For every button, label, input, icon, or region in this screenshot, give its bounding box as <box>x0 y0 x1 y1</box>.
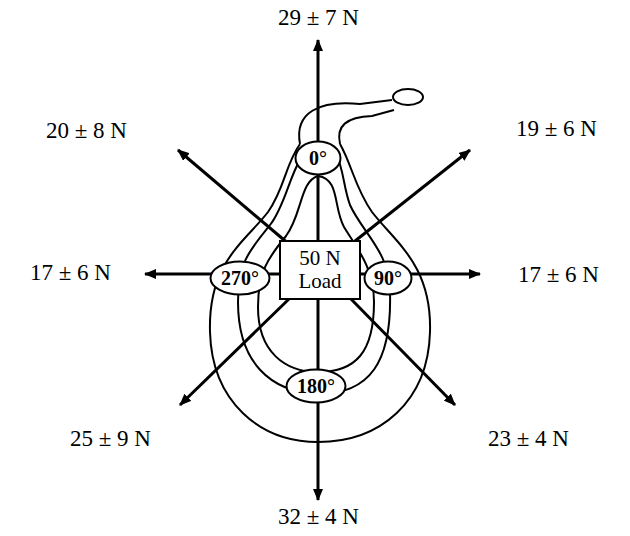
force-arrows <box>145 40 480 500</box>
force-value: 32 ± 4 N <box>278 504 359 529</box>
force-value: 17 ± 6 N <box>30 260 111 285</box>
node-text: 90° <box>374 267 402 289</box>
force-value: 23 ± 4 N <box>488 426 569 451</box>
force-value: 20 ± 8 N <box>46 118 127 143</box>
force-value: 29 ± 7 N <box>278 5 359 30</box>
force-value: 17 ± 6 N <box>518 262 599 287</box>
angle-oval: 0° <box>294 140 342 176</box>
node-text: 50 N Load <box>286 247 354 293</box>
force-value: 25 ± 9 N <box>70 426 151 451</box>
load-box: 50 N Load <box>279 240 361 300</box>
node-text: 0° <box>309 147 327 169</box>
angle-oval: 270° <box>209 260 271 296</box>
angle-oval: 90° <box>363 260 413 296</box>
angle-oval: 180° <box>285 368 347 404</box>
node-text: 180° <box>297 375 335 397</box>
force-value: 19 ± 6 N <box>516 116 597 141</box>
node-text: 270° <box>221 267 259 289</box>
pear-outline <box>210 89 430 442</box>
